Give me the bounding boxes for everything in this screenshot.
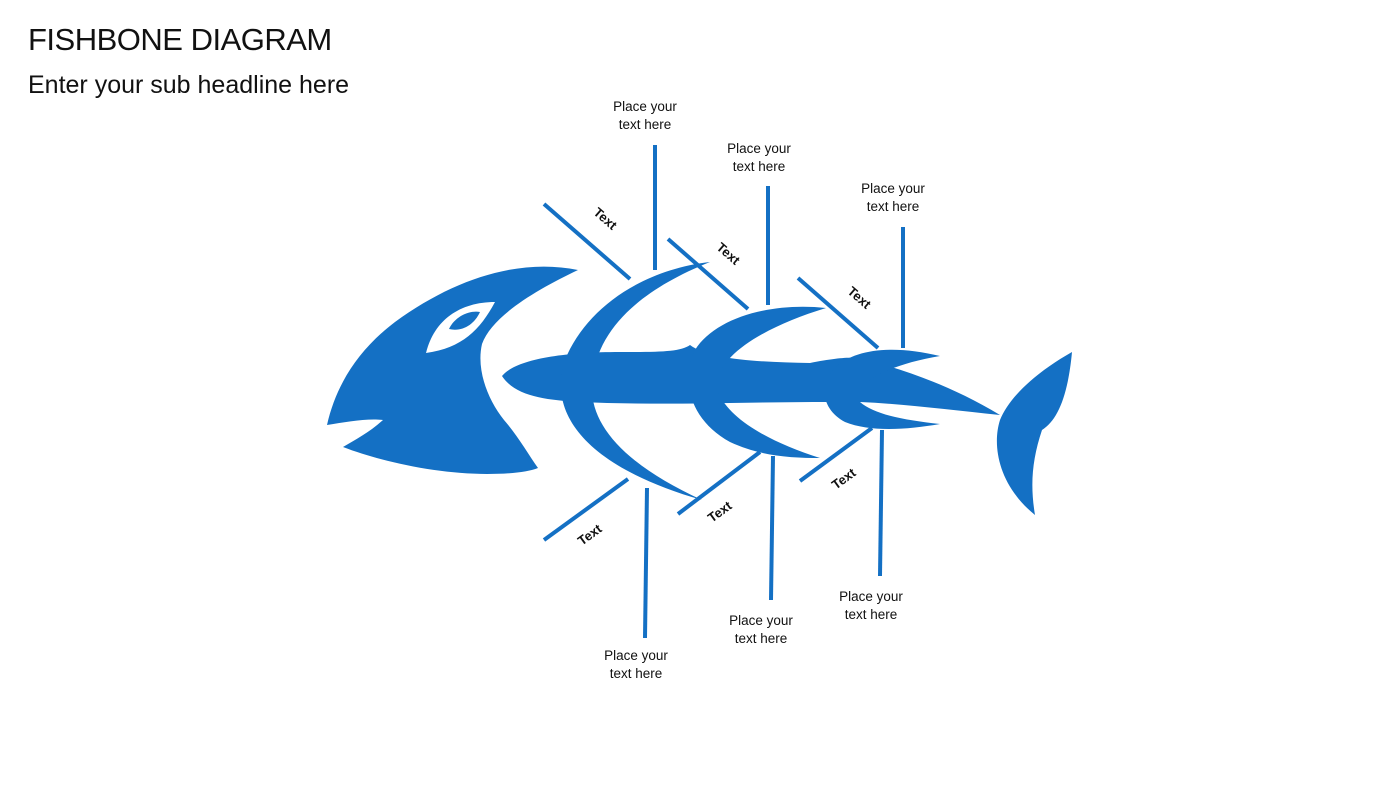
- callout-line-bottom-1: [643, 487, 649, 639]
- connector-lines: [542, 145, 905, 639]
- callout-line-bottom-2: [769, 455, 775, 601]
- callout-bottom-2-line1: Place your: [729, 613, 793, 628]
- callout-bottom-2-line2: text here: [734, 631, 788, 646]
- rib-line-bottom-3: [798, 426, 874, 483]
- callout-top-3-line2: text here: [866, 199, 920, 214]
- fish-skeleton: [327, 262, 1072, 515]
- callout-top-2-line2: text here: [732, 159, 786, 174]
- callout-top-3-line1: Place your: [861, 181, 925, 196]
- rib-line-bottom-1: [542, 477, 630, 542]
- rib-line-top-3: [796, 276, 880, 350]
- fish-eye: [426, 302, 495, 353]
- callout-top-1: Place your text here: [585, 98, 705, 134]
- callout-bottom-3-line2: text here: [844, 607, 898, 622]
- callout-bottom-1-line2: text here: [609, 666, 663, 681]
- callout-bottom-2: Place your text here: [701, 612, 821, 648]
- rib-line-top-2: [666, 237, 750, 311]
- callout-top-2-line1: Place your: [727, 141, 791, 156]
- callout-top-2: Place your text here: [699, 140, 819, 176]
- callout-bottom-1-line1: Place your: [604, 648, 668, 663]
- fish-tail: [996, 352, 1072, 515]
- callout-bottom-1: Place your text here: [576, 647, 696, 683]
- callout-bottom-3-line1: Place your: [839, 589, 903, 604]
- fish-rib-1: [560, 262, 710, 500]
- fish-eye-pupil: [449, 311, 480, 330]
- callout-top-3: Place your text here: [833, 180, 953, 216]
- fish-rib-2: [688, 306, 826, 458]
- rib-line-top-1: [542, 202, 632, 281]
- callout-top-1-line1: Place your: [613, 99, 677, 114]
- fish-head: [327, 266, 578, 474]
- rib-line-bottom-2: [676, 450, 762, 516]
- callout-line-bottom-3: [878, 429, 884, 577]
- callout-bottom-3: Place your text here: [811, 588, 931, 624]
- page-subtitle: Enter your sub headline here: [28, 71, 350, 99]
- callout-top-1-line2: text here: [618, 117, 672, 132]
- page-title: FISHBONE DIAGRAM: [28, 22, 332, 57]
- fish-rib-3: [824, 349, 940, 429]
